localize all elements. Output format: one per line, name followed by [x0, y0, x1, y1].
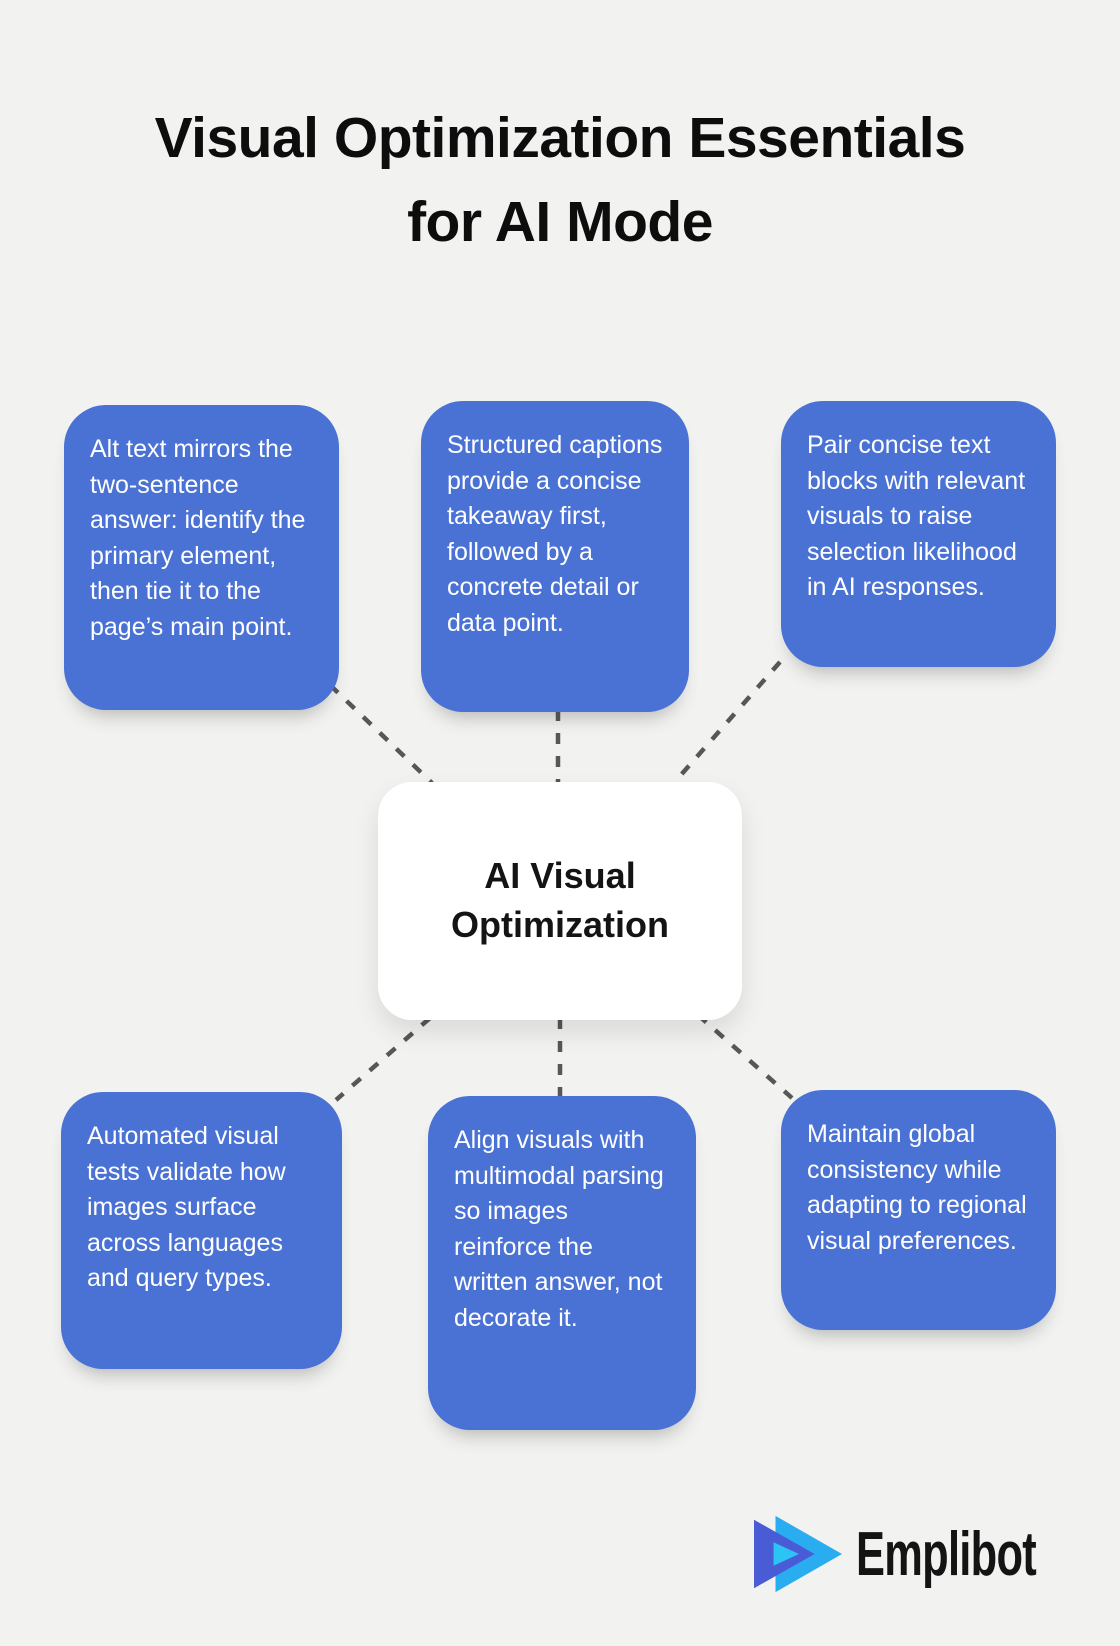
node-card-pairing: Pair concise text blocks with relevant v…: [781, 401, 1056, 667]
emplibot-logo-icon: [754, 1515, 842, 1593]
connector-top-left: [328, 683, 434, 785]
center-topic-label: AI Visual Optimization: [451, 855, 669, 945]
connector-bottom-left: [334, 1016, 432, 1102]
connector-top-right: [678, 660, 782, 778]
page-title: Visual Optimization Essentials for AI Mo…: [0, 96, 1120, 265]
node-card-captions: Structured captions provide a concise ta…: [421, 401, 689, 712]
node-card-consistency: Maintain global consistency while adapti…: [781, 1090, 1056, 1330]
node-card-alignment: Align visuals with multimodal parsing so…: [428, 1096, 696, 1430]
connector-bottom-right: [696, 1013, 794, 1100]
page-title-line-1: Visual Optimization Essentials: [154, 106, 966, 170]
emplibot-logo-wordmark: Emplibot: [856, 1519, 1037, 1589]
page-title-line-2: for AI Mode: [407, 190, 713, 255]
node-card-alt-text: Alt text mirrors the two-sentence answer…: [64, 405, 339, 710]
center-topic-node: AI Visual Optimization: [378, 782, 742, 1020]
node-card-testing: Automated visual tests validate how imag…: [61, 1092, 342, 1369]
emplibot-logo: Emplibot: [754, 1508, 1113, 1600]
